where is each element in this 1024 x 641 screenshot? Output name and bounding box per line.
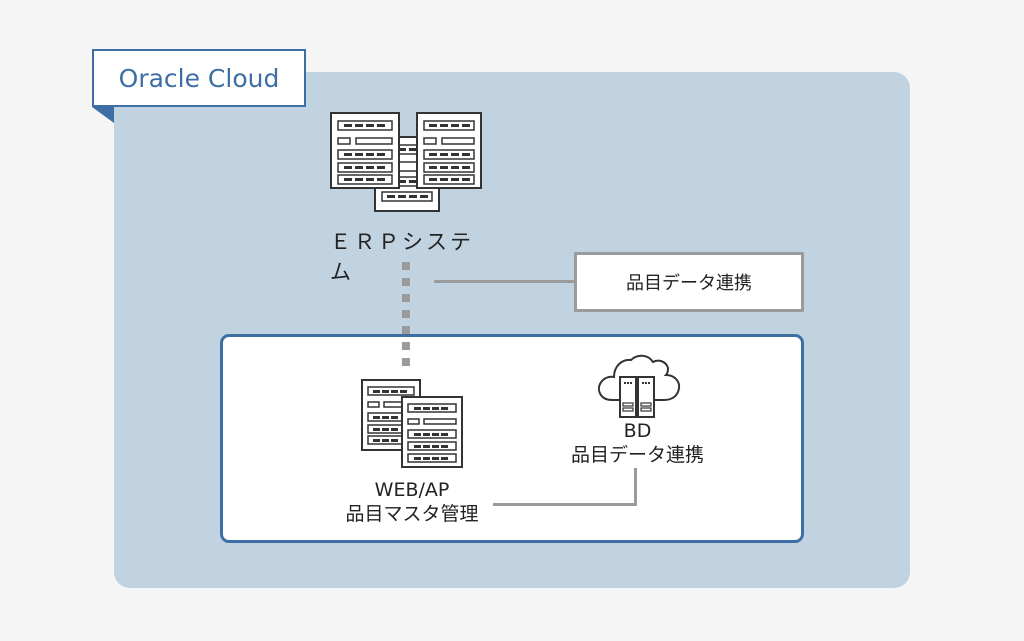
document-server-pair-icon (361, 379, 463, 468)
connector-dot (402, 358, 410, 366)
server-page-right (416, 112, 482, 189)
region-title-text: Oracle Cloud (118, 63, 280, 93)
erp-system-label: ＥＲＰシステム (330, 230, 474, 284)
server-tower-right (637, 376, 655, 418)
bd-label: BD 品目データ連携 (555, 419, 720, 467)
bd-title: BD (623, 420, 652, 442)
server-tower-left (619, 376, 637, 418)
web-ap-title: WEB/AP (374, 479, 450, 501)
web-ap-label: WEB/AP 品目マスタ管理 (322, 478, 502, 526)
region-tab-fold (92, 107, 114, 123)
connector-dot (402, 294, 410, 302)
connector-dot (402, 342, 410, 350)
data-link-label: 品目データ連携 (626, 273, 752, 294)
server-page-front (401, 396, 463, 468)
connector-dot (402, 326, 410, 334)
document-server-stack-icon (330, 112, 482, 212)
region-title: Oracle Cloud (92, 49, 306, 107)
connector-dot (402, 310, 410, 318)
callout-line (434, 280, 575, 283)
on-premise-app-box (220, 334, 804, 543)
connector-dot (402, 278, 410, 286)
server-page-left (330, 112, 400, 189)
connector-dot (402, 262, 410, 270)
cloud-server-icon (597, 354, 681, 418)
data-link-label-box: 品目データ連携 (574, 252, 804, 312)
bd-subtitle: 品目データ連携 (570, 444, 704, 466)
bd-connector-vertical (634, 468, 637, 506)
bd-connector-horizontal (493, 503, 637, 506)
web-ap-subtitle: 品目マスタ管理 (345, 503, 479, 525)
